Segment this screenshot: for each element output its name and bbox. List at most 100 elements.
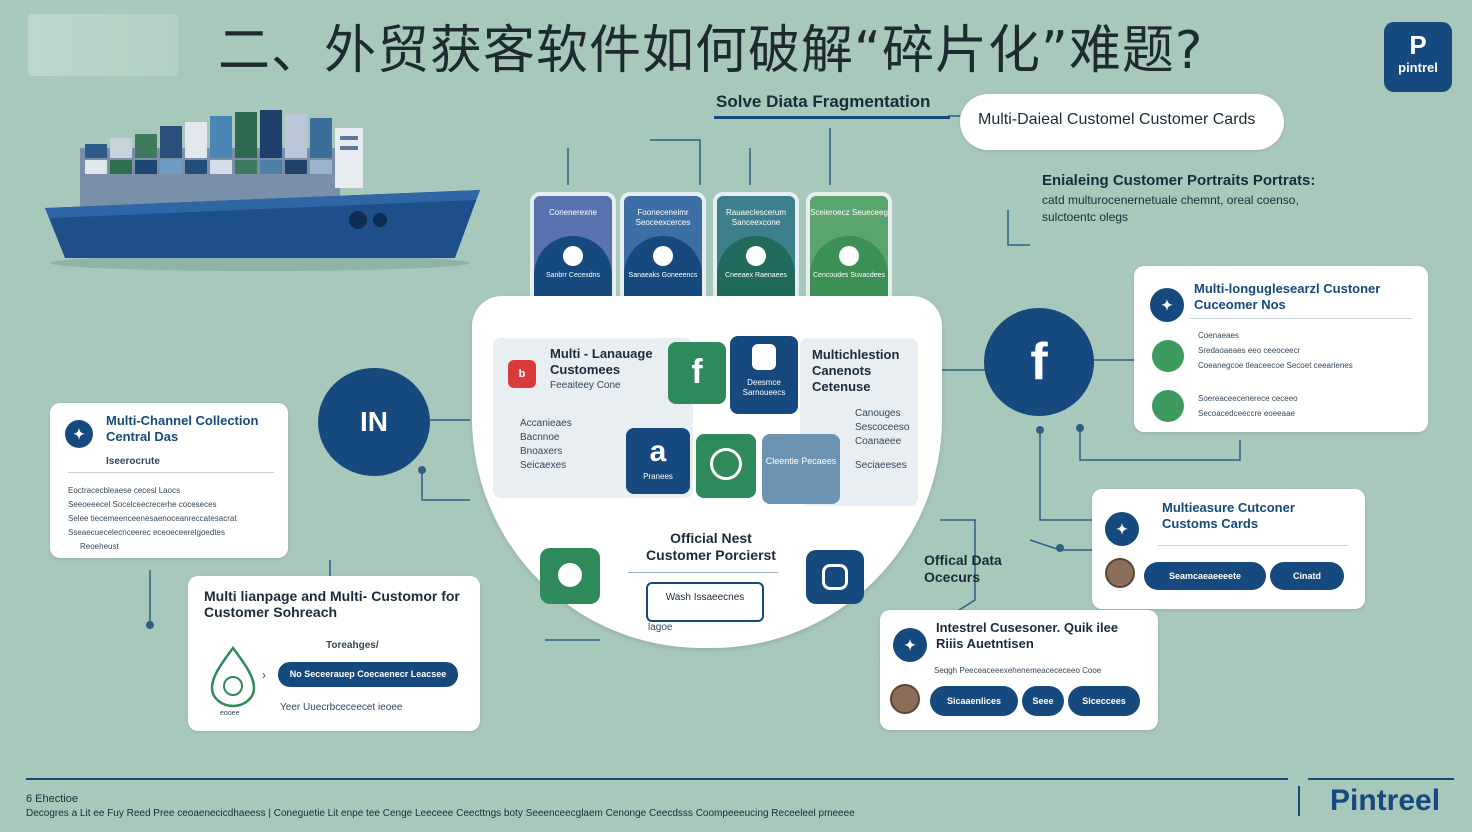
footer-text: Decogres a Lit ee Fuy Reed Pree ceoaenec… <box>26 808 855 819</box>
footer-divider-right <box>1308 778 1454 780</box>
chat-bubble-glyph <box>558 563 582 587</box>
divider <box>68 472 274 473</box>
wechat-chat-icon[interactable]: Cleentie Pecaees <box>762 434 840 504</box>
measure-card-title: Multieasure Cutconer Customs Cards <box>1162 500 1295 531</box>
customer-cards-pill[interactable]: Multi-Daieal Customel Customer Cards <box>960 94 1284 150</box>
customer-card-list-item: Sredaoaeaes eeo ceeoceecr <box>1198 346 1301 355</box>
brand-logo-name: pintrel <box>1398 60 1438 75</box>
channel-list-item: Canouges <box>855 408 901 419</box>
camera-icon[interactable] <box>806 550 864 604</box>
integrated-card-title: Intestrel Cusesoner. Quik ilee Riiis Aue… <box>936 620 1119 651</box>
language-list-item: Bacnnoe <box>520 432 560 443</box>
language-list-item: Seicaexes <box>520 460 567 471</box>
multi-language-card-subtitle: Toreahges/ <box>326 640 379 651</box>
chat-icon <box>563 246 583 266</box>
fragmentation-label: Solve Diata Fragmentation <box>716 92 931 111</box>
language-list-item: Accanieaes <box>520 418 572 429</box>
messenger-icon[interactable]: Deesmce Sarnoueecs <box>730 336 798 414</box>
integrated-card-desc: Seqgh Peeceaceeexehenemeacececeeo Cooe <box>934 666 1102 675</box>
multi-channel-footnote: Reoeheust <box>80 542 119 551</box>
official-tag: lagoe <box>648 622 673 633</box>
amazon-glyph: a <box>649 435 667 468</box>
chat-bubble-icon[interactable] <box>540 548 600 604</box>
phone-icon <box>1152 340 1184 372</box>
language-icon: b <box>508 360 536 388</box>
mini-card-bottom-label: Sanaeaks Goneeencs <box>628 272 698 279</box>
multi-channel-card-subtitle: Iseerocrute <box>106 456 160 467</box>
multi-channel-card-title: Multi-Channel Collection Central Das <box>106 413 259 444</box>
whatsapp-icon[interactable] <box>696 434 756 498</box>
channel-card-icon: ✦ <box>65 420 93 448</box>
camera-glyph <box>822 564 848 590</box>
measure-search-button[interactable]: Seamcaeaeeeete <box>1144 562 1266 590</box>
mini-card-bottom-label: Cencoudes Suvacdees <box>813 272 885 279</box>
divider <box>628 572 778 573</box>
avatar <box>890 684 920 714</box>
language-list-item: Bnoaxers <box>520 446 563 457</box>
mini-card-top-label: Fooneceneimr Seoceexcerces <box>635 208 691 227</box>
language-panel-sub: Feeaiteey Cone <box>550 380 621 391</box>
divider <box>1190 318 1412 319</box>
multi-channel-list: Eoctracecbleaese cecesl Laocs Seeoeeecel… <box>68 484 278 554</box>
customer-card-title: Multi-longuglesearzl Custoner Cuceomer N… <box>1194 281 1381 312</box>
footer-brand[interactable]: Pintreel <box>1330 784 1441 817</box>
customer-card-list-item: Soereaceecenerece ceceeo <box>1198 394 1298 403</box>
customer-card-list: Coenaeaes Sredaoaeaes eeo ceeoceecr Coea… <box>1198 328 1423 421</box>
integrated-btn-2[interactable]: Seee <box>1022 686 1064 716</box>
language-card-foot: Yeer Uuecrbceceecet ieoee <box>280 702 403 713</box>
fragmentation-underline <box>714 116 950 119</box>
linkedin-icon[interactable]: IN <box>318 368 430 476</box>
email-icon <box>746 246 766 266</box>
messenger-glyph <box>752 344 776 370</box>
whatsapp-glyph <box>710 448 742 480</box>
measure-card-icon: ✦ <box>1105 512 1139 546</box>
top-left-logo <box>28 14 178 76</box>
container-ship-illustration <box>45 110 480 271</box>
mini-card-bottom-label: Sanbrr Cecexdns <box>545 272 601 279</box>
measure-cinatd-button[interactable]: Cinatd <box>1270 562 1344 590</box>
integrated-btn-3[interactable]: Siceccees <box>1068 686 1140 716</box>
integrated-btn-1[interactable]: Sicaaenlices <box>930 686 1018 716</box>
mail-icon <box>1152 390 1184 422</box>
instagram-icon <box>839 246 859 266</box>
channel-list-item: Coanaeee <box>855 436 902 447</box>
customer-card-list-item: Secoacedceeccre eoeeaae <box>1198 409 1295 418</box>
language-panel-title: Multi - Lanauage Customees <box>550 346 653 377</box>
facebook-chat-icon[interactable]: f <box>668 342 726 404</box>
footer-separator <box>1298 786 1300 816</box>
official-data-label: Offical Data Ocecurs <box>924 552 1002 585</box>
customer-card-list-item: Coenaeaes <box>1198 331 1239 340</box>
avatar <box>1105 558 1135 588</box>
amazon-icon[interactable]: a Pranees <box>626 428 690 494</box>
official-wash-box[interactable]: Wash Issaeecnes <box>646 582 764 622</box>
footer-divider <box>26 778 1288 780</box>
chevron-right-icon: › <box>262 668 266 682</box>
language-action-button[interactable]: No Seceerauep Coecaenecr Leacsee <box>278 662 458 687</box>
messenger-label: Deesmce Sarnoueecs <box>742 378 786 397</box>
drop-logo-icon <box>208 645 258 708</box>
drop-logo-label: eooee <box>220 710 240 717</box>
integrated-card-icon: ✦ <box>893 628 927 662</box>
official-customer-title: Official Nest Customer Porcierst <box>646 530 776 563</box>
multi-language-card-title: Multi lianpage and Multi- Customor for C… <box>204 588 460 620</box>
multi-channel-list-item: Seeoeeecel Socelceecrecerhe coceseces <box>68 500 217 509</box>
customer-card-list-item: Coeanegcoe tleaceecoe Secoet ceearienes <box>1198 361 1353 370</box>
enrich-title: Enialeing Customer Portraits Portrats: <box>1042 172 1316 189</box>
mini-card-top-label: Conenerexne <box>548 208 598 217</box>
brand-logo-glyph: P <box>1409 30 1427 60</box>
multi-channel-list-item: Selee tiecemeenceenesaenoceanreccatesacr… <box>68 514 237 523</box>
channel-list-item: Sescoceeso <box>855 422 910 433</box>
multi-channel-list-item: Sseaecuecelecnceerec eceoeceerelgoedtes <box>68 528 225 537</box>
mini-card-top-label: Rauaeclescerum Sanceexcone <box>725 208 787 227</box>
facebook-icon[interactable]: f <box>984 308 1094 416</box>
customer-card-icon: ✦ <box>1150 288 1184 322</box>
mini-card-top-label: Sceieroecz Seueceeg <box>810 208 888 217</box>
mini-card-bottom-label: Cneeaex Raenaees <box>725 272 787 279</box>
divider <box>1158 545 1348 546</box>
channel-panel-title: Multichlestion Canenots Cetenuse <box>812 347 900 394</box>
multi-channel-list-item: Eoctracecbleaese cecesl Laocs <box>68 486 181 495</box>
enrich-description: catd multurocenernetuale chemnt, oreal c… <box>1042 193 1299 224</box>
chat-icon <box>653 246 673 266</box>
brand-logo[interactable]: P pintrel <box>1384 22 1452 92</box>
